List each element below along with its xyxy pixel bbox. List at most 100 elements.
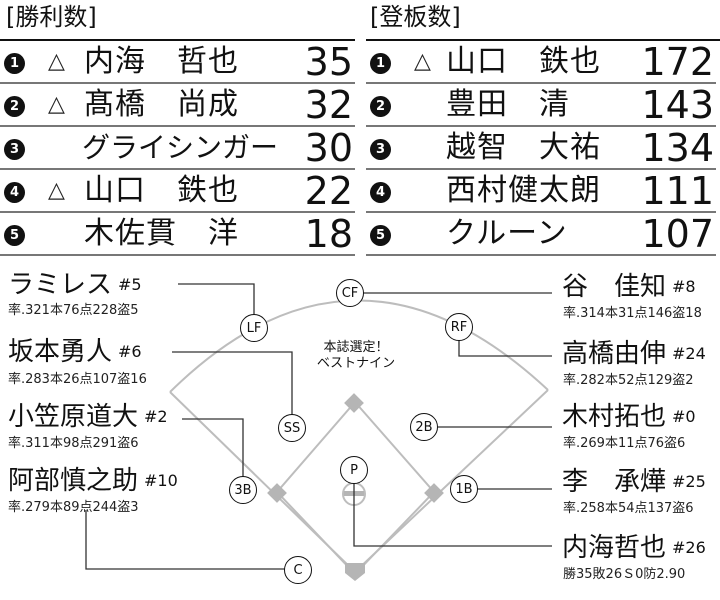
uniform-number: #6 [118, 342, 142, 361]
player-name: グライシンガー [82, 131, 279, 164]
rank-badge: 5 [370, 225, 391, 246]
triangle-icon: △ [414, 49, 431, 74]
rank-badge: 4 [4, 182, 25, 203]
wins-value: 18 [304, 212, 353, 256]
uniform-number: #8 [672, 277, 696, 296]
wins-row: 5 木佐貫 洋 18 [0, 214, 355, 256]
player-label: 木村拓也 #0 [562, 402, 696, 432]
player-stats: 率.279本89点244盗3 [8, 500, 139, 515]
rank-badge: 1 [370, 53, 391, 74]
best-nine-note: 本誌選定！ ベストナイン [296, 340, 416, 372]
player-name: 山口 鉄也 [84, 173, 239, 208]
player-stats: 率.258本54点137盗6 [563, 501, 694, 516]
uniform-number: #24 [672, 344, 706, 363]
player-label: 坂本勇人 #6 [8, 337, 142, 367]
player-name: ラミレス [8, 270, 113, 300]
appearances-row: 5 クルーン 107 [366, 214, 716, 256]
note-line-1: 本誌選定！ [323, 340, 389, 355]
rank-badge: 2 [4, 96, 25, 117]
player-label: 阿部慎之助 #10 [8, 466, 178, 496]
rank-badge: 1 [4, 53, 25, 74]
rank-badge: 2 [370, 96, 391, 117]
player-name: 西村健太朗 [446, 173, 601, 208]
home-plate [345, 563, 365, 581]
uniform-number: #0 [672, 407, 696, 426]
player-label: 谷 佳知#8 [562, 272, 696, 302]
player-stats: 率.311本98点291盗6 [8, 436, 139, 451]
appearances-title: [登板数] [370, 3, 461, 31]
rank-badge: 3 [4, 139, 25, 160]
player-name: 坂本勇人 [8, 337, 113, 367]
player-stats: 率.314本31点146盗18 [563, 306, 702, 321]
leader-line-c [85, 510, 286, 570]
player-stats: 率.269本11点76盗6 [563, 436, 686, 451]
player-name: 李 承燁 [562, 467, 667, 497]
player-name: 木村拓也 [562, 402, 667, 432]
position-ss: SS [278, 414, 306, 442]
player-stats: 率.282本52点129盗2 [563, 373, 694, 388]
player-name: 阿部慎之助 [8, 466, 139, 496]
player-name: クルーン [446, 216, 568, 251]
uniform-number: #26 [672, 538, 706, 557]
player-name: 内海 哲也 [84, 44, 239, 79]
player-name: 高橋由伸 [562, 339, 667, 369]
leader-line-3b [182, 418, 244, 480]
rank-badge: 4 [370, 182, 391, 203]
player-stats: 率.321本76点228盗5 [8, 303, 139, 318]
uniform-number: #10 [144, 471, 178, 490]
note-line-2: ベストナイン [316, 356, 396, 371]
leader-line-rf [458, 340, 552, 357]
player-label: 小笠原道大 #2 [8, 402, 168, 432]
leader-line-lf [178, 283, 255, 316]
wins-row: 3 グライシンガー 30 [0, 128, 355, 170]
appearances-top-rule [366, 39, 720, 41]
appearances-value: 111 [641, 169, 714, 213]
third-base [267, 483, 287, 503]
appearances-value: 134 [641, 126, 714, 170]
wins-row: 2 △ 髙橋 尚成 32 [0, 85, 355, 127]
appearances-value: 107 [641, 212, 714, 256]
wins-row: 4 △ 山口 鉄也 22 [0, 171, 355, 213]
wins-value: 22 [304, 169, 353, 213]
player-name: 小笠原道大 [8, 402, 139, 432]
player-label: ラミレス#5 [8, 270, 142, 300]
triangle-icon: △ [48, 92, 65, 117]
appearances-row: 2 豊田 清 143 [366, 85, 716, 127]
position-c: C [284, 556, 312, 584]
player-name: 木佐貫 洋 [84, 216, 239, 251]
position-rf: RF [445, 313, 473, 341]
player-name: 髙橋 尚成 [84, 87, 239, 122]
uniform-number: #25 [672, 472, 706, 491]
position-p: P [340, 456, 368, 484]
triangle-icon: △ [48, 49, 65, 74]
player-name: 越智 大祐 [446, 130, 601, 165]
triangle-icon: △ [48, 178, 65, 203]
rank-badge: 5 [4, 225, 25, 246]
appearances-row: 3 越智 大祐 134 [366, 128, 716, 170]
wins-top-rule [0, 39, 355, 41]
wins-row: 1 △ 内海 哲也 35 [0, 42, 355, 84]
player-label: 内海哲也 #26 [562, 533, 706, 563]
position-2b: 2B [410, 413, 438, 441]
player-stats: 勝35敗26Ｓ0防2.90 [563, 567, 686, 582]
wins-title: [勝利数] [6, 3, 97, 31]
player-stats: 率.283本26点107盗16 [8, 372, 147, 387]
leader-line-p [353, 480, 552, 547]
position-3b: 3B [229, 476, 257, 504]
second-base [344, 393, 364, 413]
appearances-row: 1 △ 山口 鉄也 172 [366, 42, 716, 84]
player-label: 李 承燁 #25 [562, 467, 706, 497]
position-lf: LF [240, 314, 268, 342]
uniform-number: #2 [144, 407, 168, 426]
wins-value: 32 [304, 83, 353, 127]
rank-badge: 3 [370, 139, 391, 160]
position-cf: CF [336, 279, 364, 307]
player-name: 豊田 清 [446, 87, 570, 122]
player-label: 高橋由伸 #24 [562, 339, 706, 369]
appearances-value: 172 [641, 40, 714, 84]
player-name: 山口 鉄也 [446, 44, 601, 79]
first-base [424, 483, 444, 503]
appearances-row: 4 西村健太朗 111 [366, 171, 716, 213]
player-name: 内海哲也 [562, 533, 667, 563]
